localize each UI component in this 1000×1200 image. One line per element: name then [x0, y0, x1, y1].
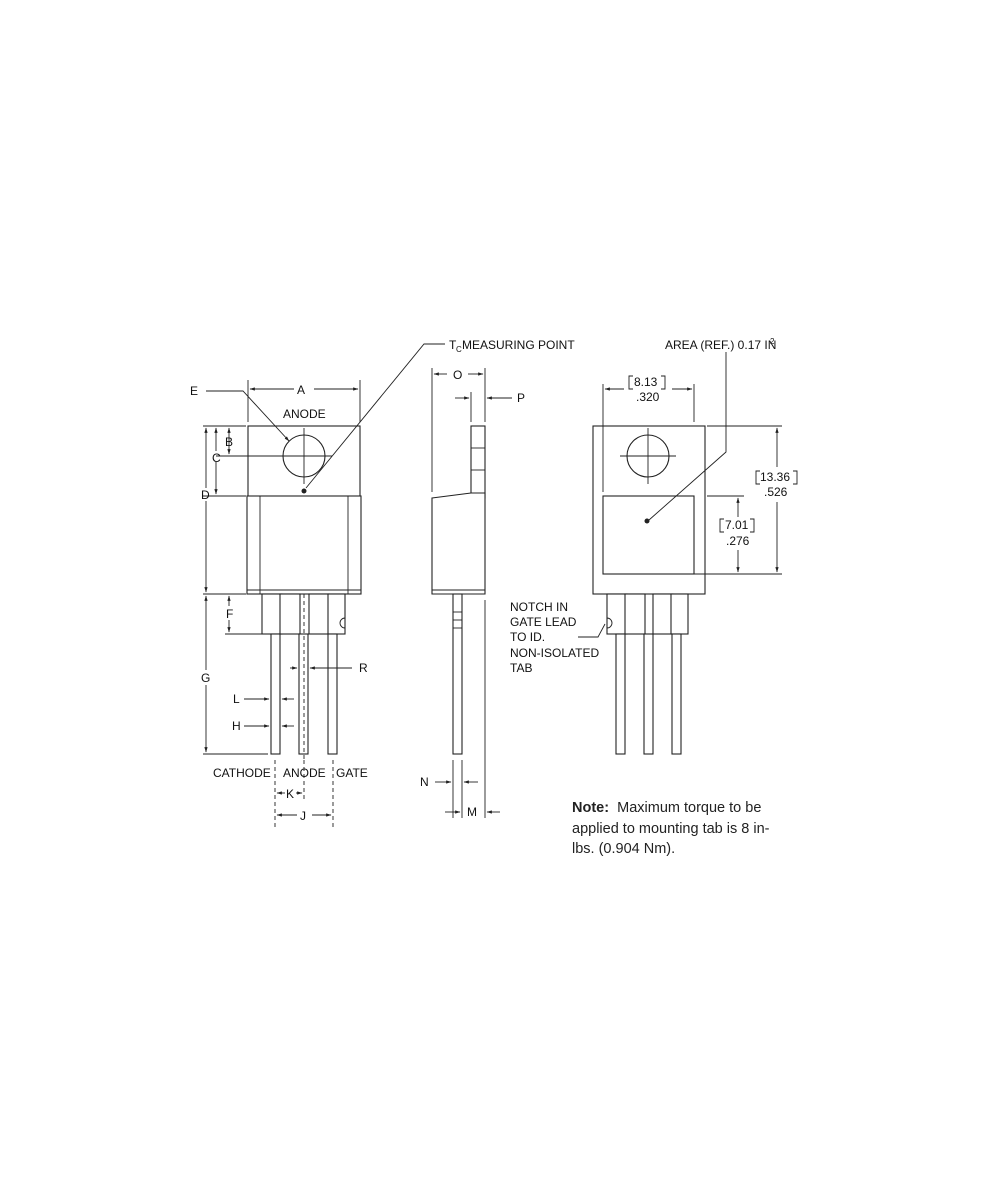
notch-text-line-3: TO ID. — [510, 630, 545, 644]
back-pad — [602, 495, 695, 575]
dim-label-c: C — [212, 451, 221, 465]
dim-pad-mm: 7.01 — [725, 518, 749, 532]
dim-label-g: G — [201, 671, 210, 685]
back-lead-1 — [615, 633, 626, 755]
lead-anode — [298, 633, 309, 755]
pin-label-cathode: CATHODE — [213, 766, 271, 780]
dim-label-n: N — [420, 775, 429, 789]
notch-text-line-5: TAB — [510, 661, 532, 675]
lead-gate — [327, 633, 338, 755]
note-title: Note: — [572, 800, 610, 816]
lead-stub-cathode — [261, 593, 283, 635]
tc-measuring-point-label: MEASURING POINT — [462, 338, 575, 352]
notch-text-line-1: NOTCH IN — [510, 600, 568, 614]
dim-label-a: A — [297, 383, 305, 397]
tc-measuring-dot — [301, 488, 307, 494]
dim-width-in: .320 — [636, 390, 660, 404]
pin-label-gate: GATE — [336, 766, 368, 780]
lead-stub-gate — [308, 593, 330, 635]
side-tab — [470, 425, 486, 499]
notch-text-line-4: NON-ISOLATED — [510, 646, 599, 660]
tc-t: T — [449, 338, 457, 352]
back-lead-2 — [643, 633, 654, 755]
front-dimensions — [203, 380, 361, 817]
notch-text-line-2: GATE LEAD — [510, 615, 577, 629]
anode-top-label: ANODE — [283, 407, 326, 421]
dim-pad-in: .276 — [726, 534, 750, 548]
dim-width-mm: 8.13 — [634, 375, 658, 389]
dim-label-f: F — [226, 607, 233, 621]
side-lead — [452, 593, 463, 755]
dim-label-b: B — [225, 435, 233, 449]
dim-label-m: M — [467, 805, 477, 819]
dim-label-d: D — [201, 488, 210, 502]
front-view — [246, 425, 362, 828]
dim-label-h: H — [232, 719, 241, 733]
dim-height-mm: 13.36 — [760, 470, 790, 484]
dim-label-r: R — [359, 661, 368, 675]
back-view — [578, 352, 798, 755]
dim-label-l: L — [233, 692, 240, 706]
lead-stub-right — [327, 593, 346, 635]
dim-label-j: J — [300, 809, 306, 823]
tc-leader-line — [305, 343, 445, 489]
front-body — [246, 495, 362, 595]
back-lead-3 — [671, 633, 682, 755]
dim-label-e: E — [190, 384, 198, 398]
lead-stub-anode — [279, 593, 301, 635]
area-superscript: 2 — [770, 337, 775, 346]
dim-label-k: K — [286, 787, 294, 801]
dim-height-in: .526 — [764, 485, 788, 499]
tc-subscript: C — [456, 345, 462, 354]
side-view — [431, 368, 512, 818]
note-text: Maximum torque to be applied to mounting… — [572, 800, 770, 857]
pin-label-anode: ANODE — [283, 766, 326, 780]
area-label: AREA (REF.) 0.17 IN — [665, 338, 776, 352]
lead-cathode — [270, 633, 281, 755]
dim-label-o: O — [453, 368, 462, 382]
side-body — [431, 492, 486, 595]
dim-label-p: P — [517, 391, 525, 405]
torque-note: Note: Maximum torque to be applied to mo… — [572, 798, 772, 860]
